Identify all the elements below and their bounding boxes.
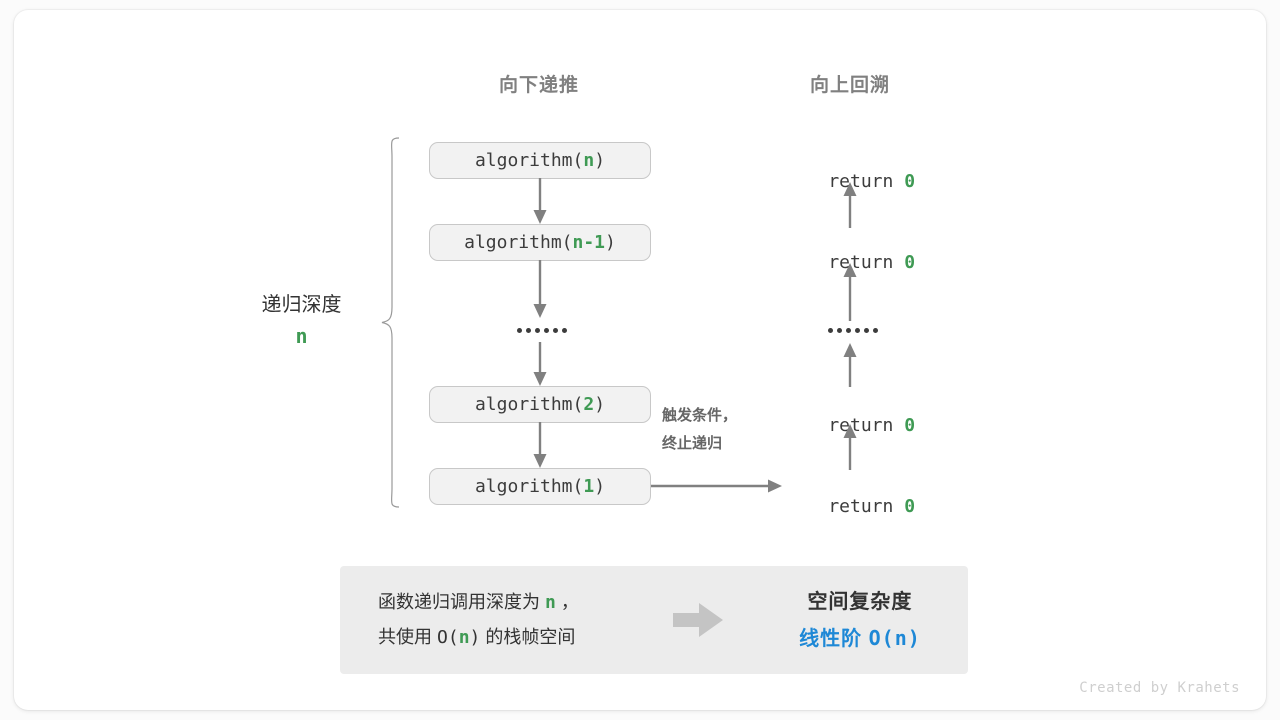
call-box-3-arg: 1 [583, 476, 595, 497]
arrow-down-2-icon [533, 342, 547, 386]
return-label-1-text: return [828, 252, 905, 273]
summary-line-2-n: n [458, 627, 470, 648]
summary-panel: 函数递归调用深度为 n ， 共使用 O(n) 的栈帧空间 空间复杂度 线性阶 O… [340, 566, 968, 674]
depth-label-text: 递归深度 [261, 294, 342, 316]
header-downward-recursion: 向下递推 [498, 75, 579, 96]
ellipsis-dot [535, 328, 540, 333]
return-label-0-text: return [828, 171, 905, 192]
trigger-condition-note: 触发条件， 终止递归 [662, 402, 737, 458]
call-box-2-prefix: algorithm( [474, 394, 584, 415]
arrow-up-1-icon [843, 263, 857, 321]
call-box-1-arg: n-1 [572, 232, 606, 253]
diagram-card: 向下递推 向上回溯 递归深度 n algorithm(n) algorithm(… [14, 10, 1266, 710]
summary-conclusion-value: 线性阶 O(n) [752, 620, 968, 657]
summary-line-2-a: 共使用 [378, 627, 438, 647]
return-label-0-value: 0 [904, 171, 916, 192]
arrow-up-3-icon [843, 424, 857, 470]
summary-conclusion-title: 空间复杂度 [807, 590, 913, 613]
summary-line-2-c: ) [469, 627, 481, 648]
arrow-up-0-icon [843, 182, 857, 228]
ellipsis-dot [526, 328, 531, 333]
call-box-3[interactable]: algorithm(1) [429, 468, 651, 505]
ellipsis-dot [864, 328, 869, 333]
recursion-depth-label: 递归深度 n [219, 290, 384, 352]
call-box-0-arg: n [583, 150, 595, 171]
summary-line-1-b: ， [555, 591, 579, 612]
ellipsis-dot [828, 328, 833, 333]
summary-line-2-b: 的栈帧空间 [480, 627, 576, 647]
return-label-2-value: 0 [904, 415, 916, 436]
credit-text: Created by Krahets [1079, 680, 1240, 696]
summary-line-2: 共使用 O(n) 的栈帧空间 [378, 620, 663, 655]
call-box-1-prefix: algorithm( [464, 232, 573, 253]
summary-line-2-o: O( [437, 627, 459, 648]
return-label-0: return 0 [750, 150, 950, 213]
call-box-1[interactable]: algorithm(n-1) [429, 224, 651, 261]
call-box-3-suffix: ) [594, 476, 606, 497]
return-label-3-value: 0 [904, 496, 916, 517]
ellipsis-left [517, 328, 567, 333]
call-box-2[interactable]: algorithm(2) [429, 386, 651, 423]
implies-arrow-icon [672, 603, 723, 637]
summary-line-1-n: n [545, 591, 556, 613]
ellipsis-dot [855, 328, 860, 333]
call-box-0-suffix: ) [594, 150, 606, 171]
return-label-1-value: 0 [904, 252, 916, 273]
header-upward-backtrack: 向上回溯 [809, 75, 890, 96]
ellipsis-dot [553, 328, 558, 333]
return-label-3-text: return [828, 496, 905, 517]
ellipsis-dot [846, 328, 851, 333]
trigger-note-line2: 终止递归 [662, 434, 723, 452]
call-box-0-prefix: algorithm( [474, 150, 584, 171]
call-box-0[interactable]: algorithm(n) [429, 142, 651, 179]
return-label-2-text: return [828, 415, 905, 436]
arrow-down-0-icon [533, 178, 547, 224]
call-box-2-arg: 2 [583, 394, 595, 415]
ellipsis-dot [873, 328, 878, 333]
summary-line-1-a: 函数递归调用深度为 [378, 591, 546, 612]
trigger-note-line1: 触发条件， [662, 407, 738, 424]
arrow-base-case-icon [651, 479, 782, 493]
ellipsis-dot [544, 328, 549, 333]
call-box-2-suffix: ) [594, 394, 606, 415]
arrow-up-2-icon [843, 343, 857, 387]
return-label-2: return 0 [750, 394, 950, 457]
ellipsis-right [828, 328, 878, 333]
ellipsis-dot [517, 328, 522, 333]
summary-line-1: 函数递归调用深度为 n ， [378, 585, 663, 620]
ellipsis-dot [837, 328, 842, 333]
arrow-down-3-icon [533, 422, 547, 468]
call-box-1-suffix: ) [605, 232, 616, 253]
call-box-3-prefix: algorithm( [474, 476, 584, 497]
summary-complexity-notation: O(n) [868, 625, 921, 650]
return-label-1: return 0 [750, 231, 950, 294]
summary-complexity-label: 线性阶 [799, 627, 869, 650]
depth-brace-icon [381, 137, 400, 508]
summary-description: 函数递归调用深度为 n ， 共使用 O(n) 的栈帧空间 [378, 585, 663, 655]
arrow-down-1-icon [533, 260, 547, 318]
summary-conclusion: 空间复杂度 线性阶 O(n) [752, 584, 968, 657]
return-label-3: return 0 [750, 475, 950, 538]
depth-label-value: n [295, 324, 308, 348]
ellipsis-dot [562, 328, 567, 333]
